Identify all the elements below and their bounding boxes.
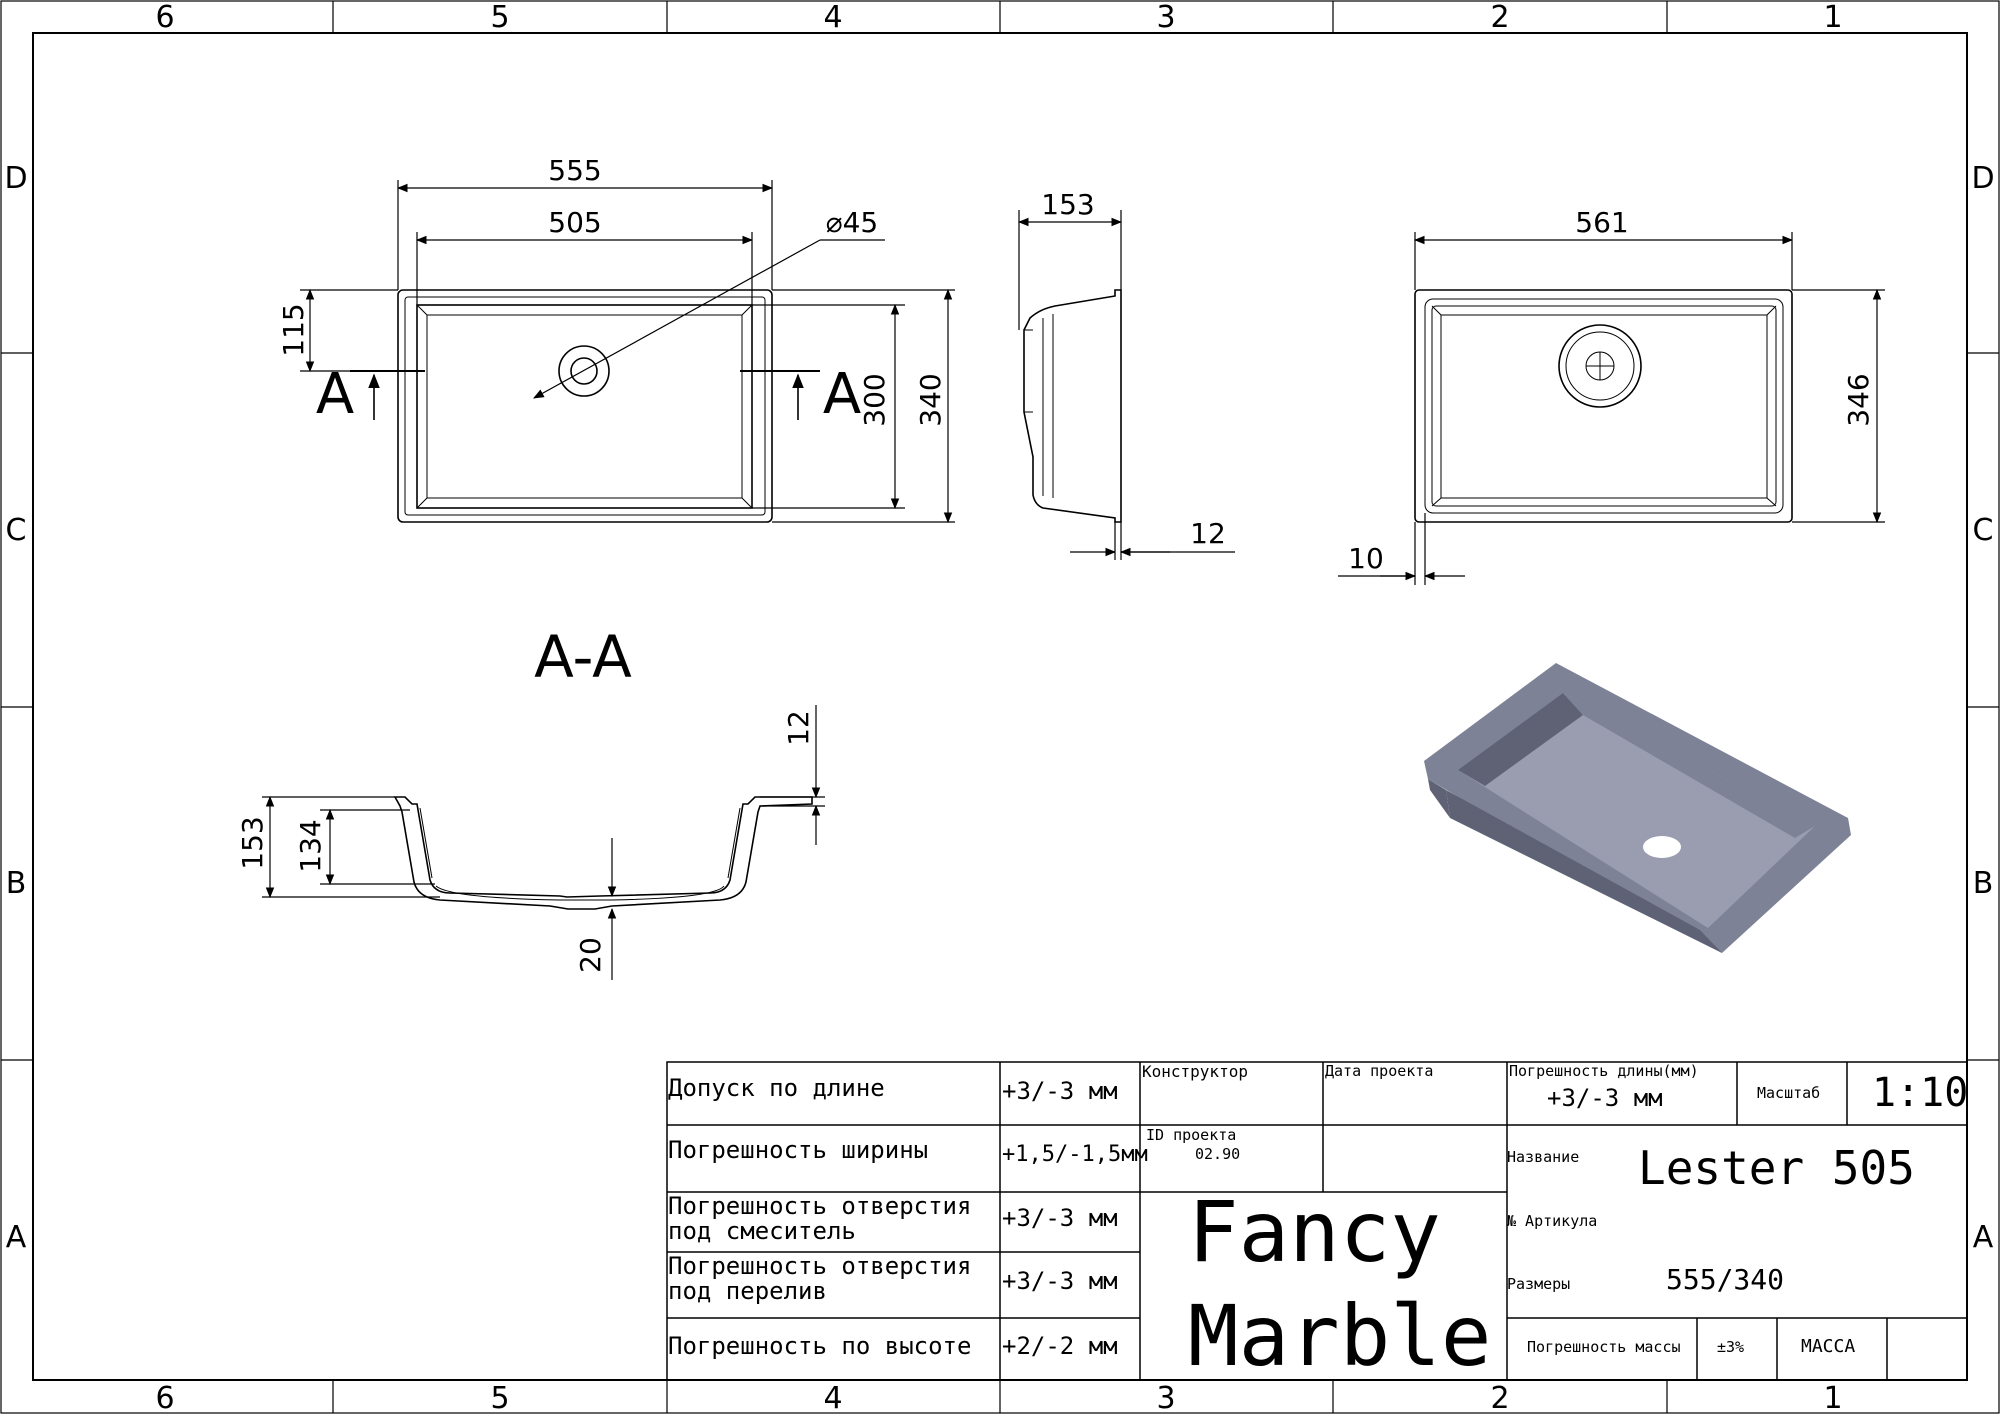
col-label: 3 (1156, 0, 1175, 35)
col-label: 6 (155, 0, 174, 35)
length-tolerance-value: +3/-3 мм (1547, 1084, 1663, 1112)
sink-outline-outer (397, 289, 773, 523)
row-label: A (6, 1220, 27, 1255)
tolerance-overflow-hole-label: Погрешность отверстия под перелив (668, 1252, 972, 1306)
top-view-labels: 555 505 ⌀45 115 300 340 A A (277, 154, 947, 427)
col-label: 6 (155, 1381, 174, 1414)
sizes-value: 555/340 (1666, 1263, 1785, 1296)
row-label: D (1971, 161, 1994, 196)
section-view (393, 796, 813, 910)
designer-label: Конструктор (1142, 1062, 1248, 1081)
col-label: 2 (1490, 1381, 1509, 1414)
dim-section-134: 134 (294, 819, 327, 872)
tolerance-mixer-hole-label: Погрешность отверстия под смеситель (668, 1192, 972, 1246)
mass-label: МАССА (1801, 1336, 1856, 1357)
sizes-label: Размеры (1507, 1275, 1571, 1293)
title-block-grid (666, 1061, 1968, 1381)
dim-505: 505 (548, 206, 601, 239)
dim-561: 561 (1575, 206, 1628, 239)
bottom-view-labels: 561 346 10 (1348, 206, 1875, 575)
drain-hole-bottom (1558, 324, 1642, 408)
dim-153: 153 (1041, 188, 1094, 221)
sink-bowl-outer (416, 304, 753, 509)
frame-zone-labels: 6 5 4 3 2 1 6 5 4 3 2 1 D C B A D C B A (4, 0, 1994, 1414)
scale-value: 1:10 (1872, 1070, 1969, 1116)
mass-tolerance-label: Погрешность массы (1527, 1338, 1681, 1356)
section-label-a-right: A (823, 362, 861, 427)
dim-10: 10 (1348, 542, 1384, 575)
tolerance-mixer-line1: Погрешность отверстия (668, 1192, 972, 1220)
top-view (350, 289, 820, 523)
tolerance-width-label: Погрешность ширины (668, 1136, 929, 1164)
side-view (1023, 289, 1122, 523)
dim-diameter-45: ⌀45 (826, 206, 879, 239)
col-label: 1 (1823, 1381, 1842, 1414)
dim-section-153: 153 (236, 816, 269, 869)
drain-hole (558, 345, 610, 397)
bottom-view (1414, 289, 1793, 523)
bottom-outline (1414, 289, 1793, 523)
scale-label: Масштаб (1757, 1084, 1821, 1102)
dim-115: 115 (277, 303, 310, 356)
bottom-view-dimensions (1338, 232, 1885, 585)
dim-section-20: 20 (574, 937, 607, 973)
col-label: 1 (1823, 0, 1842, 35)
tolerance-mixer-line2: под смеситель (668, 1217, 856, 1246)
sink-outline-rim (404, 296, 766, 516)
project-id-value: 02.90 (1195, 1145, 1241, 1163)
name-label: Название (1507, 1148, 1580, 1166)
row-label: B (6, 866, 27, 901)
dim-340: 340 (914, 373, 947, 426)
section-title: A-A (534, 623, 632, 691)
col-label: 5 (490, 0, 509, 35)
brand-name-marble: Marble (1188, 1287, 1492, 1385)
project-date-label: Дата проекта (1325, 1062, 1434, 1080)
row-label: C (6, 513, 27, 548)
side-view-labels: 153 12 (1041, 188, 1226, 550)
col-label: 3 (1156, 1381, 1175, 1414)
tolerance-length-value: +3/-3 мм (1002, 1077, 1118, 1105)
top-view-dimensions (300, 180, 955, 524)
section-label-a-left: A (316, 362, 354, 427)
tolerance-mixer-hole-value: +3/-3 мм (1002, 1204, 1118, 1232)
project-id-label: ID проекта (1146, 1126, 1237, 1144)
tolerance-overflow-line2: под перелив (668, 1277, 827, 1306)
dim-12: 12 (1190, 517, 1226, 550)
dim-346: 346 (1842, 373, 1875, 426)
row-label: D (4, 161, 27, 196)
dim-555: 555 (548, 154, 601, 187)
tolerance-length-label: Допуск по длине (668, 1074, 885, 1102)
tolerance-overflow-line1: Погрешность отверстия (668, 1252, 972, 1280)
section-labels: 153 134 12 20 (236, 710, 815, 973)
dim-section-12: 12 (782, 710, 815, 746)
section-dimensions (262, 705, 825, 980)
col-label: 5 (490, 1381, 509, 1414)
tolerance-height-label: Погрешность по высоте (668, 1332, 972, 1360)
tolerance-width-value: +1,5/-1,5мм (1002, 1142, 1148, 1167)
mass-tolerance-value: ±3% (1717, 1338, 1745, 1356)
dim-300: 300 (858, 373, 891, 426)
sink-3d-render (1424, 663, 1851, 953)
col-label: 2 (1490, 0, 1509, 35)
sink-bowl-inner (426, 314, 743, 499)
side-view-dimensions (1017, 210, 1235, 560)
row-label: A (1973, 1220, 1994, 1255)
length-tolerance-label: Погрешность длины(мм) (1509, 1062, 1699, 1080)
col-label: 4 (823, 1381, 842, 1414)
brand-name-fancy: Fancy (1188, 1183, 1441, 1281)
row-label: B (1973, 866, 1994, 901)
tolerance-overflow-hole-value: +3/-3 мм (1002, 1267, 1118, 1295)
tolerance-height-value: +2/-2 мм (1002, 1332, 1118, 1360)
product-name: Lester 505 (1638, 1141, 1915, 1195)
article-label: № Артикула (1507, 1212, 1598, 1230)
row-label: C (1973, 513, 1994, 548)
col-label: 4 (823, 0, 842, 35)
